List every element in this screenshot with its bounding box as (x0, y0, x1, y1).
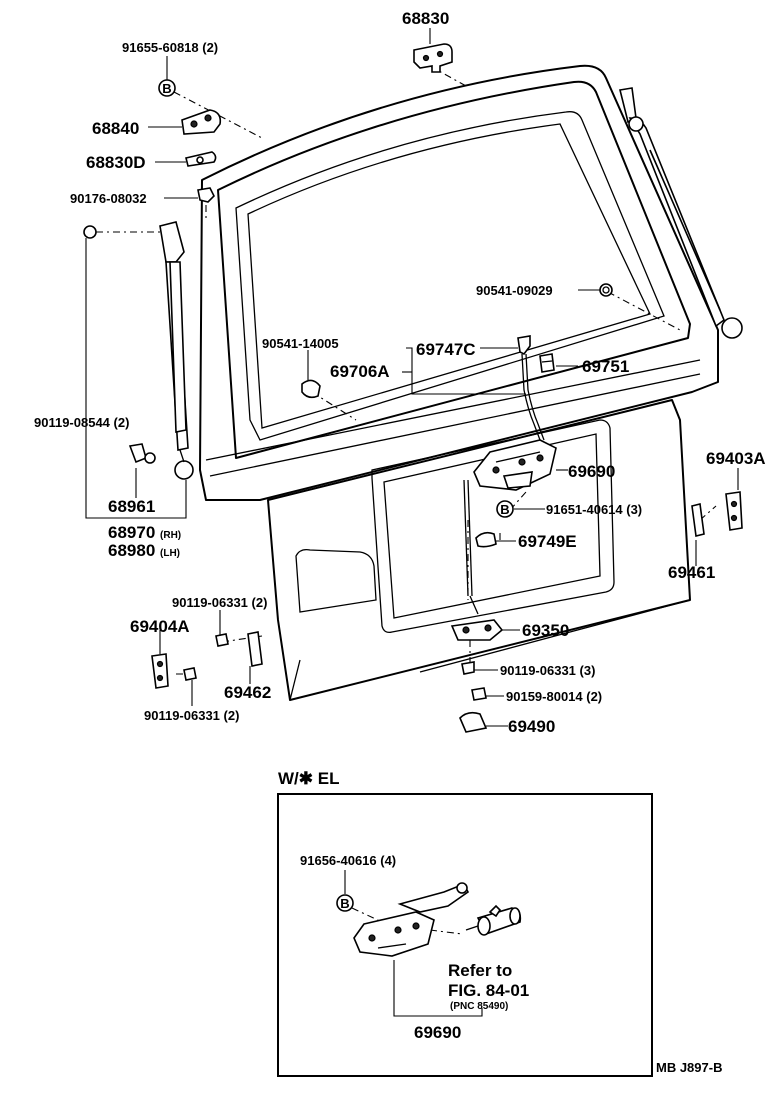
label-69690: 69690 (568, 462, 615, 481)
part-labels: 68830 91655-60818 (2) 68840 68830D 90176… (34, 9, 766, 736)
svg-text:B: B (500, 502, 509, 517)
striker-69404A-icon (151, 653, 169, 689)
label-91655-60818: 91655-60818 (2) (122, 40, 218, 55)
refer-pnc-text: (PNC 85490) (450, 1001, 508, 1012)
label-90119-08544: 90119-08544 (2) (34, 415, 129, 430)
bracket-69462-icon (247, 631, 263, 667)
label-69350: 69350 (522, 621, 569, 640)
inset-title: W/✱ EL (278, 769, 339, 788)
screw-90119-06331-left-icon (183, 667, 197, 681)
door-lock-actuator-icon (465, 904, 522, 936)
refer-fig-text: FIG. 84-01 (448, 981, 529, 1000)
refer-to-text: Refer to (448, 961, 512, 980)
label-91656-40616: 91656-40616 (4) (300, 853, 396, 868)
label-69404A: 69404A (130, 617, 190, 636)
label-68840: 68840 (92, 119, 139, 138)
screw-90119-06331-upper-icon (215, 633, 229, 647)
inset-lock-assembly-icon (353, 882, 470, 957)
ball-joint-68961-icon (128, 443, 156, 464)
lock-rod-69747C-icon (517, 335, 545, 441)
screw-90159-80014-icon (471, 687, 487, 701)
label-90119-06331-lower: 90119-06331 (2) (144, 708, 239, 723)
label-69747C: 69747C (416, 340, 476, 359)
damper-stay-right-icon (619, 87, 743, 339)
label-90119-06331-upper: 90119-06331 (2) (172, 595, 267, 610)
dashed-leaders (96, 65, 717, 935)
label-69749E: 69749E (518, 532, 577, 551)
screw-90119-06331-center-icon (461, 661, 475, 675)
bolt-mark-b-icon: B (496, 500, 514, 518)
label-69490: 69490 (508, 717, 555, 736)
nut-90176-08032-icon (197, 187, 215, 203)
inset-electric-lock: W/✱ EL 91656-40616 (4) B Refer to FIG. 8… (277, 769, 653, 1077)
drawing-code: MB J897-B (656, 1060, 722, 1075)
label-90541-09029: 90541-09029 (476, 283, 553, 298)
shim-68830D-icon (185, 151, 217, 167)
label-68830D: 68830D (86, 153, 146, 172)
cushion-90541-09029-icon (599, 283, 613, 297)
label-90119-06331-center: 90119-06331 (3) (500, 663, 595, 678)
lock-assembly-69690-icon (473, 439, 557, 491)
cushion-90541-14005-icon (301, 379, 321, 399)
damper-stay-left-icon (83, 221, 194, 480)
label-69462: 69462 (224, 683, 271, 702)
grommet-69751-icon (539, 353, 555, 373)
label-69461: 69461 (668, 563, 715, 582)
hinge-68830-icon (413, 43, 453, 73)
leader-lines (85, 28, 739, 727)
label-69690-inset: 69690 (414, 1023, 461, 1042)
back-door-panel (199, 64, 719, 701)
label-68961: 68961 (108, 497, 155, 516)
label-90541-14005: 90541-14005 (262, 336, 339, 351)
label-68980: 68980 (LH) (108, 541, 180, 560)
bolt-mark-b-icon: B (158, 79, 176, 97)
svg-text:B: B (162, 81, 171, 96)
label-68970: 68970 (RH) (108, 523, 181, 542)
clip-69749E-icon (475, 531, 497, 548)
label-91651-40614: 91651-40614 (3) (546, 502, 642, 517)
label-68830: 68830 (402, 9, 449, 28)
label-69706A: 69706A (330, 362, 390, 381)
cover-69490-icon (459, 711, 488, 733)
latch-69350-icon (450, 619, 504, 641)
label-90159-80014: 90159-80014 (2) (506, 689, 602, 704)
striker-69403A-icon (725, 491, 743, 531)
label-90176-08032: 90176-08032 (70, 191, 147, 206)
label-69751: 69751 (582, 357, 629, 376)
label-69403A: 69403A (706, 449, 766, 468)
lock-rod-lower-icon (463, 479, 479, 615)
hinge-68840-icon (181, 109, 222, 135)
bolt-mark-b-icon: B (340, 896, 349, 911)
bracket-69461-icon (691, 503, 705, 537)
